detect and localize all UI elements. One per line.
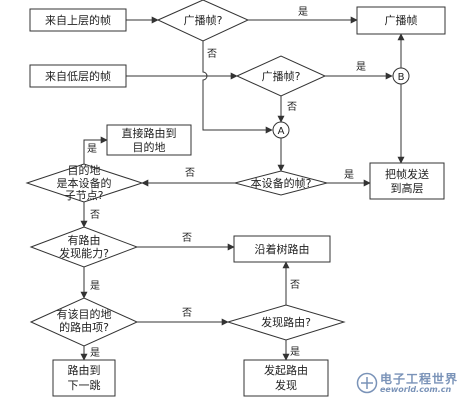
- from-lower-box: [29, 64, 127, 88]
- label-bcast1-yes: 是: [298, 6, 308, 18]
- edges: [80, 16, 405, 361]
- edge-child-yes-to-direct: [83, 136, 108, 164]
- has-entry-decision: [29, 297, 139, 347]
- label-discovery-no: 否: [290, 279, 300, 291]
- nodes: 来自上层的帧 广播帧? 广播帧 来自低层的帧 广播帧? B A 直接路由到 目的…: [25, 0, 446, 397]
- label-own-no: 否: [185, 167, 195, 179]
- label-own-yes: 是: [344, 169, 354, 181]
- connector-b-text: B: [398, 72, 405, 83]
- tree-route-box: [233, 235, 331, 263]
- label-child-no: 否: [90, 209, 100, 221]
- eeworld-logo-icon: [356, 372, 378, 394]
- from-lower-text: 来自低层的帧: [45, 69, 111, 83]
- is-child-text-2: 是本设备的: [57, 176, 112, 190]
- direct-route-text-1: 直接路由到: [122, 126, 177, 140]
- send-up-text-1: 把帧发送: [385, 167, 429, 181]
- is-broadcast-1-decision: [156, 0, 250, 42]
- label-routing-yes: 是: [90, 280, 100, 292]
- label-entry-no: 否: [182, 307, 192, 319]
- label-bcast2-yes: 是: [356, 61, 366, 73]
- route-discovery-text: 发现路由?: [261, 315, 311, 329]
- start-discovery-text-1: 发起路由: [264, 363, 308, 377]
- is-own-frame-decision: [233, 170, 329, 196]
- start-discovery-box: [243, 359, 329, 397]
- has-routing-text-1: 有路由: [68, 233, 101, 247]
- is-broadcast-1-text: 广播帧?: [184, 13, 223, 27]
- edge-bcast1-no-to-a: [202, 41, 273, 134]
- connector-a: [272, 121, 290, 139]
- send-up-box: [369, 162, 445, 200]
- label-discovery-yes: 是: [290, 346, 300, 358]
- eeworld-watermark: 电子工程世界 eeworld.com.cn: [356, 370, 458, 398]
- label-entry-yes: 是: [90, 347, 100, 359]
- is-child-text-1: 目的地: [68, 163, 101, 177]
- tree-route-text: 沿着树路由: [255, 242, 310, 256]
- has-entry-text-1: 有该目的地: [57, 307, 112, 321]
- is-own-frame-text: 本设备的帧?: [251, 176, 312, 190]
- send-up-text-2: 到高层: [391, 181, 424, 195]
- route-discovery-decision: [226, 304, 346, 341]
- connector-b: [392, 67, 410, 85]
- broadcast-box: [356, 6, 446, 35]
- watermark-cn-text: 电子工程世界: [380, 372, 458, 386]
- label-bcast1-no: 否: [207, 48, 217, 60]
- label-routing-no: 否: [182, 232, 192, 244]
- direct-route-box: [106, 124, 192, 156]
- from-upper-box: [29, 8, 127, 32]
- next-hop-text-1: 路由到: [68, 363, 101, 377]
- has-entry-text-2: 的路由项?: [59, 320, 109, 334]
- has-routing-text-2: 发现能力?: [59, 246, 109, 260]
- from-upper-text: 来自上层的帧: [45, 13, 111, 27]
- edge-labels: 是 否 是 否 是 否 是 否 否 是 否 是 否 是: [87, 6, 366, 359]
- direct-route-text-2: 目的地: [133, 140, 166, 154]
- connector-a-text: A: [278, 126, 285, 137]
- next-hop-box: [52, 359, 116, 397]
- has-routing-decision: [29, 226, 139, 268]
- is-broadcast-2-decision: [235, 55, 327, 97]
- start-discovery-text-2: 发现: [275, 378, 297, 392]
- is-broadcast-2-text: 广播帧?: [262, 69, 301, 83]
- broadcast-text: 广播帧: [385, 13, 418, 27]
- is-child-decision: [25, 163, 144, 203]
- label-child-yes: 是: [87, 143, 97, 155]
- next-hop-text-2: 下一跳: [68, 378, 101, 392]
- watermark-en-text: eeworld.com.cn: [380, 385, 452, 394]
- is-child-text-3: 子节点?: [65, 189, 104, 202]
- label-bcast2-no: 否: [287, 101, 297, 113]
